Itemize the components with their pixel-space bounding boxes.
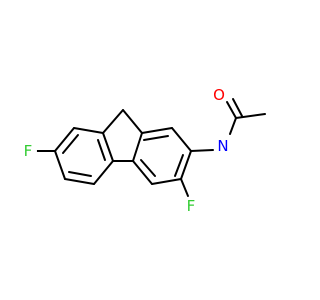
bond bbox=[64, 178, 95, 185]
bond bbox=[235, 113, 266, 119]
atom-f2-label: F bbox=[187, 197, 196, 215]
bond bbox=[93, 160, 114, 185]
bond bbox=[97, 139, 106, 161]
atom-n1: N bbox=[214, 137, 232, 155]
bond bbox=[73, 127, 104, 134]
atom-n1-label: N bbox=[217, 137, 228, 155]
bond bbox=[226, 101, 237, 119]
atom-f2: F bbox=[182, 197, 200, 215]
bond bbox=[143, 135, 169, 141]
atom-f1-label: F bbox=[24, 142, 33, 160]
structure-canvas: F F N O bbox=[19, 86, 266, 215]
bond bbox=[174, 154, 184, 177]
bond bbox=[140, 159, 156, 177]
bond bbox=[141, 127, 173, 134]
bond bbox=[68, 171, 92, 177]
molecule-drawing: F F N O bbox=[19, 86, 266, 215]
bond bbox=[229, 117, 237, 135]
bond bbox=[232, 98, 243, 117]
bond bbox=[180, 178, 189, 197]
bond bbox=[102, 109, 124, 134]
atom-o1-label: O bbox=[213, 86, 225, 104]
bonds bbox=[35, 98, 266, 197]
bond bbox=[122, 109, 143, 134]
bond bbox=[62, 134, 79, 154]
bond bbox=[102, 132, 114, 162]
atom-f1: F bbox=[19, 142, 37, 160]
bond bbox=[132, 132, 143, 162]
bond bbox=[190, 149, 214, 152]
bond bbox=[54, 127, 75, 152]
bond bbox=[180, 150, 192, 180]
bond bbox=[132, 160, 153, 185]
bond bbox=[54, 150, 66, 180]
bond bbox=[151, 178, 182, 185]
atom-o1: O bbox=[210, 86, 228, 104]
bond bbox=[171, 127, 192, 152]
